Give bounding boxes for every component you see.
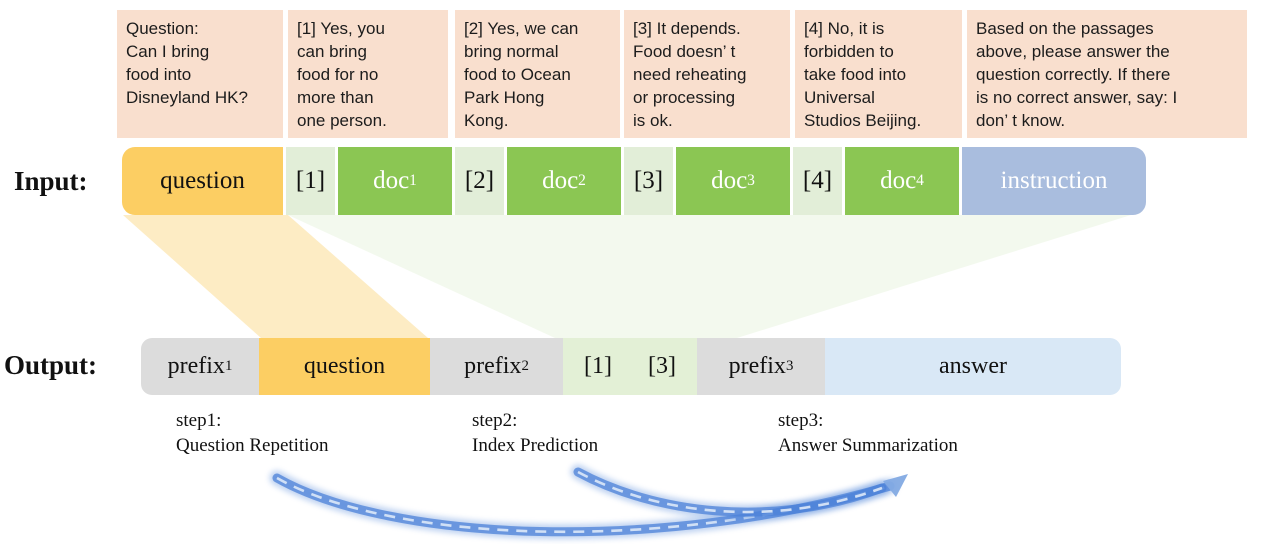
segment-label: doc [880,167,917,194]
segment-subscript: 4 [916,172,924,189]
input-instruction-segment: instruction [962,147,1146,215]
segment-label: [4] [802,167,833,194]
segment-subscript: 1 [409,172,417,189]
segment-label: [2] [464,167,495,194]
segment-label: prefix [464,353,522,379]
passage-box-doc3: [3] It depends. Food doesn’ t need rehea… [624,10,790,138]
arrowhead-icon [883,474,908,497]
passage-box-doc2: [2] Yes, we can bring normal food to Oce… [455,10,620,138]
step-name: Index Prediction [472,435,599,456]
segment-label: [1] [584,353,612,379]
input-index2-segment: [2] [455,147,504,215]
input-index1-segment: [1] [286,147,335,215]
passage-box-instruction: Based on the passages above, please answ… [967,10,1247,138]
step-name: Question Repetition [176,435,329,456]
segment-label: doc [373,167,410,194]
step1-label: step1: Question Repetition [176,408,329,458]
segment-label: question [303,353,386,379]
step-title: step1: [176,410,222,431]
docs-beam [288,215,1131,338]
flow-arrows [269,464,908,540]
output-label: Output: [4,350,98,380]
segment-subscript: 2 [578,172,586,189]
step-title: step3: [778,410,824,431]
segment-label: [3] [633,167,664,194]
arrow-step2-to-step3-dashes [577,470,883,514]
question-beam [123,215,428,338]
segment-label: answer [939,353,1007,379]
output-answer-segment: answer [825,338,1121,395]
passage-box-question: Question: Can I bring food into Disneyla… [117,10,283,138]
step-title: step2: [472,410,518,431]
segment-subscript: 2 [521,358,529,374]
step-name: Answer Summarization [778,435,958,456]
segment-subscript: 1 [224,358,233,374]
step3-label: step3: Answer Summarization [778,408,958,458]
segment-label: doc [542,167,579,194]
input-question-segment: question [122,147,283,215]
segment-label: instruction [1000,167,1108,194]
passage-box-doc1: [1] Yes, you can bring food for no more … [288,10,448,138]
segment-label: prefix [167,353,225,379]
segment-subscript: 3 [747,172,755,189]
input-index4-segment: [4] [793,147,842,215]
segment-subscript: 3 [785,358,794,374]
passage-box-doc4: [4] No, it is forbidden to take food int… [795,10,962,138]
output-question-segment: question [259,338,430,395]
input-index3-segment: [3] [624,147,673,215]
segment-label: [3] [648,353,676,379]
segment-label: question [160,167,245,194]
segment-label: prefix [728,353,786,379]
segment-label: [1] [295,167,326,194]
input-label: Input: [14,166,88,196]
input-output-beams [123,215,1131,338]
output-predicted-indices-segment: [1] [3] [563,338,697,395]
segment-label: doc [711,167,748,194]
step2-label: step2: Index Prediction [472,408,598,458]
